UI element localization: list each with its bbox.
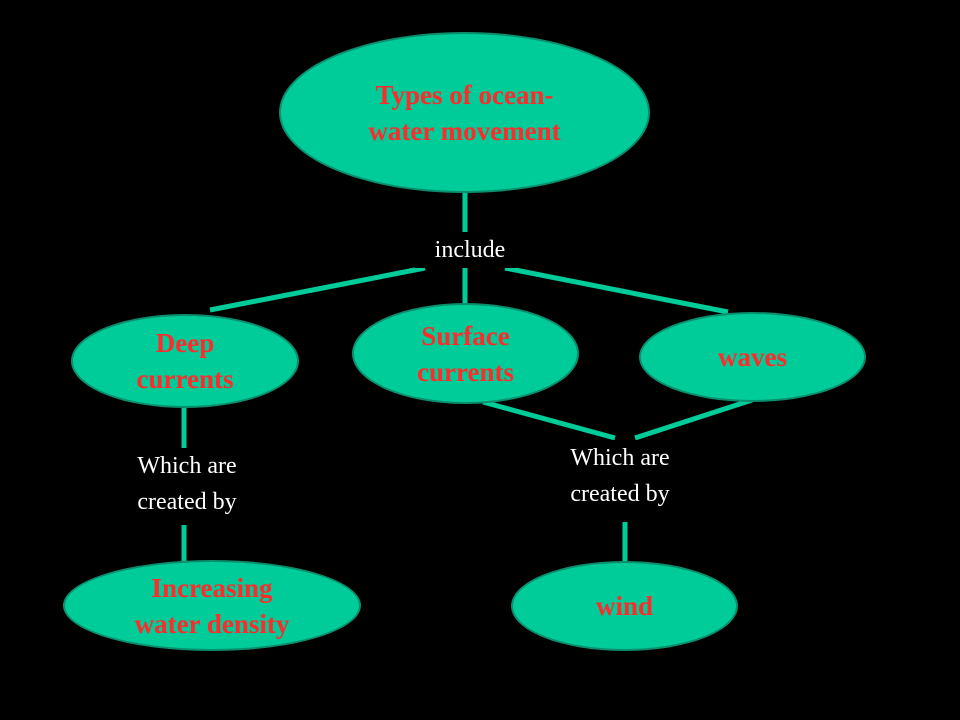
label-created-by-left: Which are created by — [107, 448, 267, 520]
label-include-text: include — [434, 237, 506, 263]
node-waves: waves — [639, 312, 866, 402]
node-surface-currents: Surface currents — [352, 303, 579, 404]
connector-surface-label — [482, 399, 616, 441]
node-deep-currents: Deep currents — [71, 314, 299, 408]
node-types-of-ocean-water-movement: Types of ocean- water movement — [279, 32, 650, 193]
node-waves-line-1: waves — [718, 342, 787, 372]
node-deep-line-2: currents — [136, 364, 234, 394]
label-left-line-1: Which are — [137, 453, 237, 479]
node-surface-line-1: Surface — [421, 320, 510, 351]
node-density-line-1: Increasing — [151, 572, 273, 603]
node-deep-line-1: Deep — [155, 328, 215, 358]
connector-include-deep — [209, 265, 426, 313]
node-root-line-1: Types of ocean- — [375, 79, 554, 110]
label-right-line-2: created by — [570, 481, 670, 507]
node-root-line-2: water movement — [368, 115, 561, 146]
label-right-line-1: Which are — [570, 445, 670, 471]
node-surface-line-2: currents — [417, 356, 514, 387]
node-wind-line-1: wind — [595, 591, 654, 621]
label-include: include — [415, 232, 525, 268]
connector-waves-label — [634, 397, 753, 441]
node-wind: wind — [511, 561, 738, 651]
node-density-line-2: water density — [134, 608, 290, 639]
label-left-line-2: created by — [137, 489, 237, 515]
node-increasing-water-density: Increasing water density — [63, 560, 361, 651]
label-created-by-right: Which are created by — [539, 440, 701, 512]
connector-include-waves — [504, 265, 729, 315]
